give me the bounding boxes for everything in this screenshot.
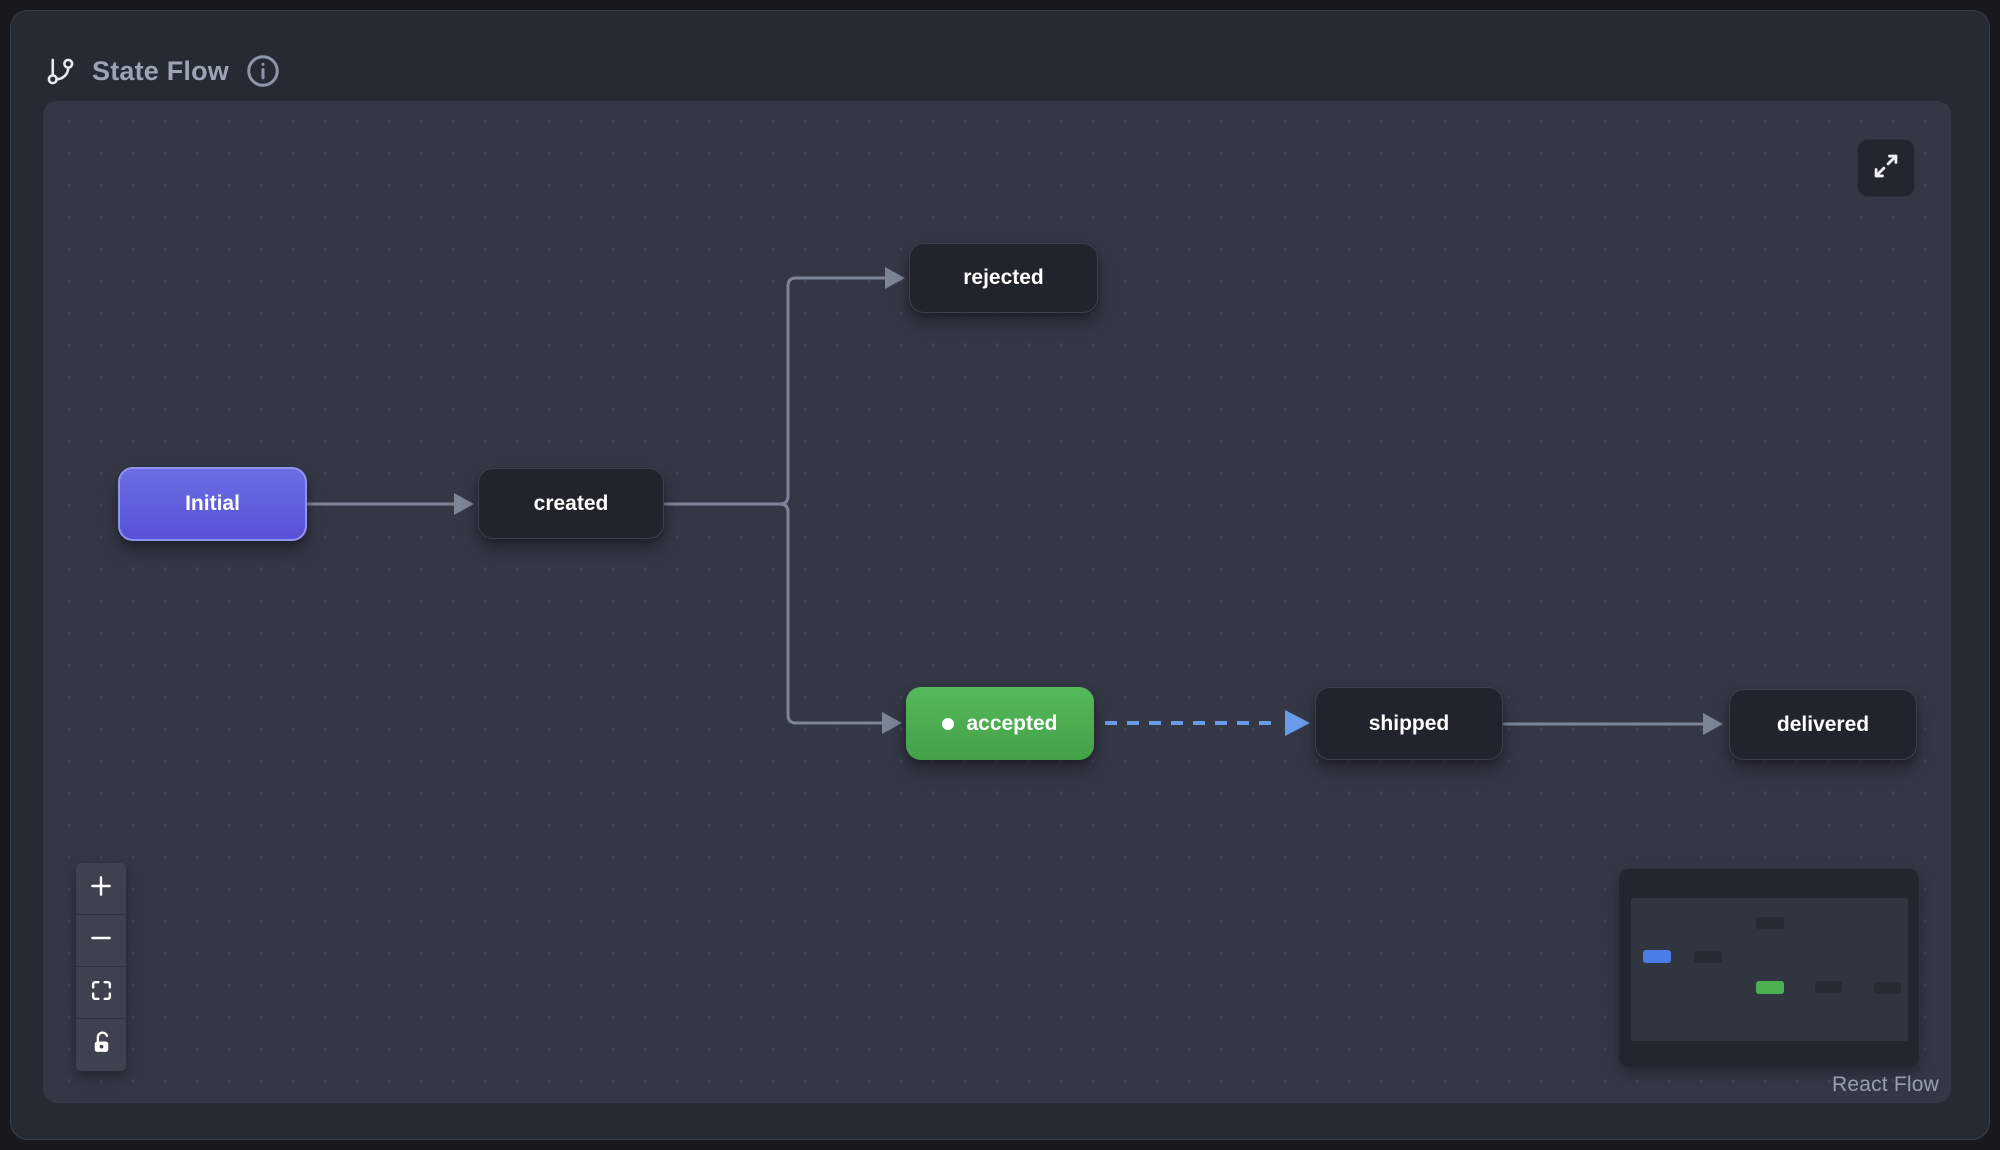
zoom-out-button[interactable] xyxy=(76,915,126,967)
node-rejected-label: rejected xyxy=(963,266,1044,289)
edge-created-accepted-arrow xyxy=(882,712,902,734)
fit-view-icon xyxy=(89,978,114,1008)
flow-controls xyxy=(76,863,126,1071)
node-shipped[interactable]: shipped xyxy=(1315,687,1503,760)
zoom-in-button[interactable] xyxy=(76,863,126,915)
minimap-node-initial xyxy=(1643,950,1671,963)
card-header: State Flow xyxy=(45,47,281,95)
node-initial-label: Initial xyxy=(185,492,240,515)
node-created[interactable]: created xyxy=(478,468,664,539)
minimap[interactable] xyxy=(1619,869,1919,1067)
react-flow-attribution[interactable]: React Flow xyxy=(1831,1073,1939,1096)
state-flow-card: State Flow xyxy=(10,10,1990,1140)
minimap-node-created xyxy=(1694,951,1722,963)
minimap-node-shipped xyxy=(1815,981,1842,993)
unlock-icon xyxy=(89,1030,114,1060)
page-title: State Flow xyxy=(92,55,230,86)
fit-view-button[interactable] xyxy=(76,967,126,1019)
edge-initial-created-arrow xyxy=(454,493,474,515)
node-accepted[interactable]: accepted xyxy=(906,687,1094,760)
node-shipped-label: shipped xyxy=(1368,711,1450,735)
plus-icon xyxy=(88,873,114,904)
toggle-interactivity-button[interactable] xyxy=(76,1019,126,1071)
edge-created-accepted[interactable] xyxy=(664,502,882,725)
minimap-node-accepted xyxy=(1756,981,1784,994)
edge-accepted-shipped-arrow xyxy=(1285,710,1310,736)
flow-canvas[interactable]: Initial created rejected accepted shippe… xyxy=(43,101,1951,1103)
node-accepted-label: accepted xyxy=(966,711,1058,735)
minimap-node-delivered xyxy=(1874,982,1901,994)
git-branch-icon xyxy=(45,56,76,87)
edge-shipped-delivered-arrow xyxy=(1703,713,1723,735)
expand-icon xyxy=(1872,152,1900,185)
fullscreen-button[interactable] xyxy=(1857,139,1915,197)
node-delivered-label: delivered xyxy=(1776,712,1870,736)
minimap-node-rejected xyxy=(1756,917,1784,929)
active-status-dot xyxy=(942,717,955,730)
minus-icon xyxy=(88,925,114,956)
edge-created-rejected[interactable] xyxy=(664,276,885,506)
node-initial[interactable]: Initial xyxy=(118,467,307,541)
node-rejected[interactable]: rejected xyxy=(909,243,1098,313)
node-created-label: created xyxy=(533,491,609,515)
node-delivered[interactable]: delivered xyxy=(1729,689,1917,760)
info-icon[interactable] xyxy=(245,53,281,89)
edge-created-rejected-arrow xyxy=(885,267,905,289)
